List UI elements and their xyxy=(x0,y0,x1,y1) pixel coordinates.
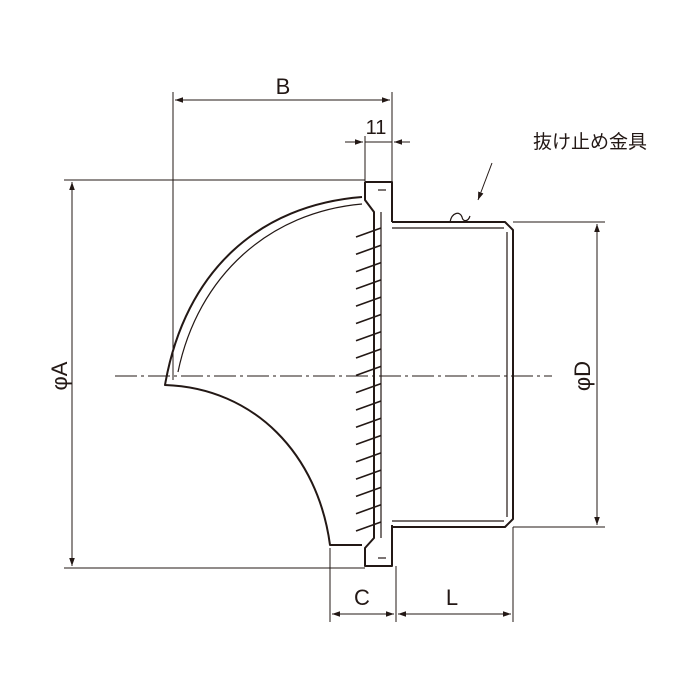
louver-slat xyxy=(355,521,382,532)
louver-slat xyxy=(355,382,382,394)
duct-outline xyxy=(392,221,514,528)
louver-slat xyxy=(355,469,382,480)
note-retaining-bracket-label: 抜け止め金具 xyxy=(533,131,647,153)
louver-slat xyxy=(355,261,382,273)
louver-slat xyxy=(355,227,382,238)
louver-slat xyxy=(355,452,382,463)
louver-slat xyxy=(355,296,382,307)
dim-phi-a-label: φA xyxy=(47,361,72,390)
louver-slat xyxy=(355,331,382,342)
hood-inner-line xyxy=(177,203,363,373)
dim-11-label: 11 xyxy=(366,117,387,139)
hood-outline xyxy=(164,196,363,546)
louver-group xyxy=(355,227,382,532)
louver-slat xyxy=(355,400,382,411)
louver-slat xyxy=(355,365,382,377)
louver-slat xyxy=(355,417,382,428)
louver-slat xyxy=(355,348,382,359)
louver-slat xyxy=(355,244,382,256)
dim-b-label: B xyxy=(276,74,291,99)
louver-slat xyxy=(355,503,382,515)
dim-c-label: C xyxy=(354,585,370,610)
note-leader-line xyxy=(477,162,493,201)
dim-phi-d-label: φD xyxy=(570,361,595,391)
louver-slat xyxy=(355,279,382,290)
louver-slat xyxy=(355,434,382,446)
retaining-bracket xyxy=(449,212,471,223)
louver-slat xyxy=(355,486,382,498)
dim-l-label: L xyxy=(446,585,458,610)
louver-slat xyxy=(355,313,382,325)
